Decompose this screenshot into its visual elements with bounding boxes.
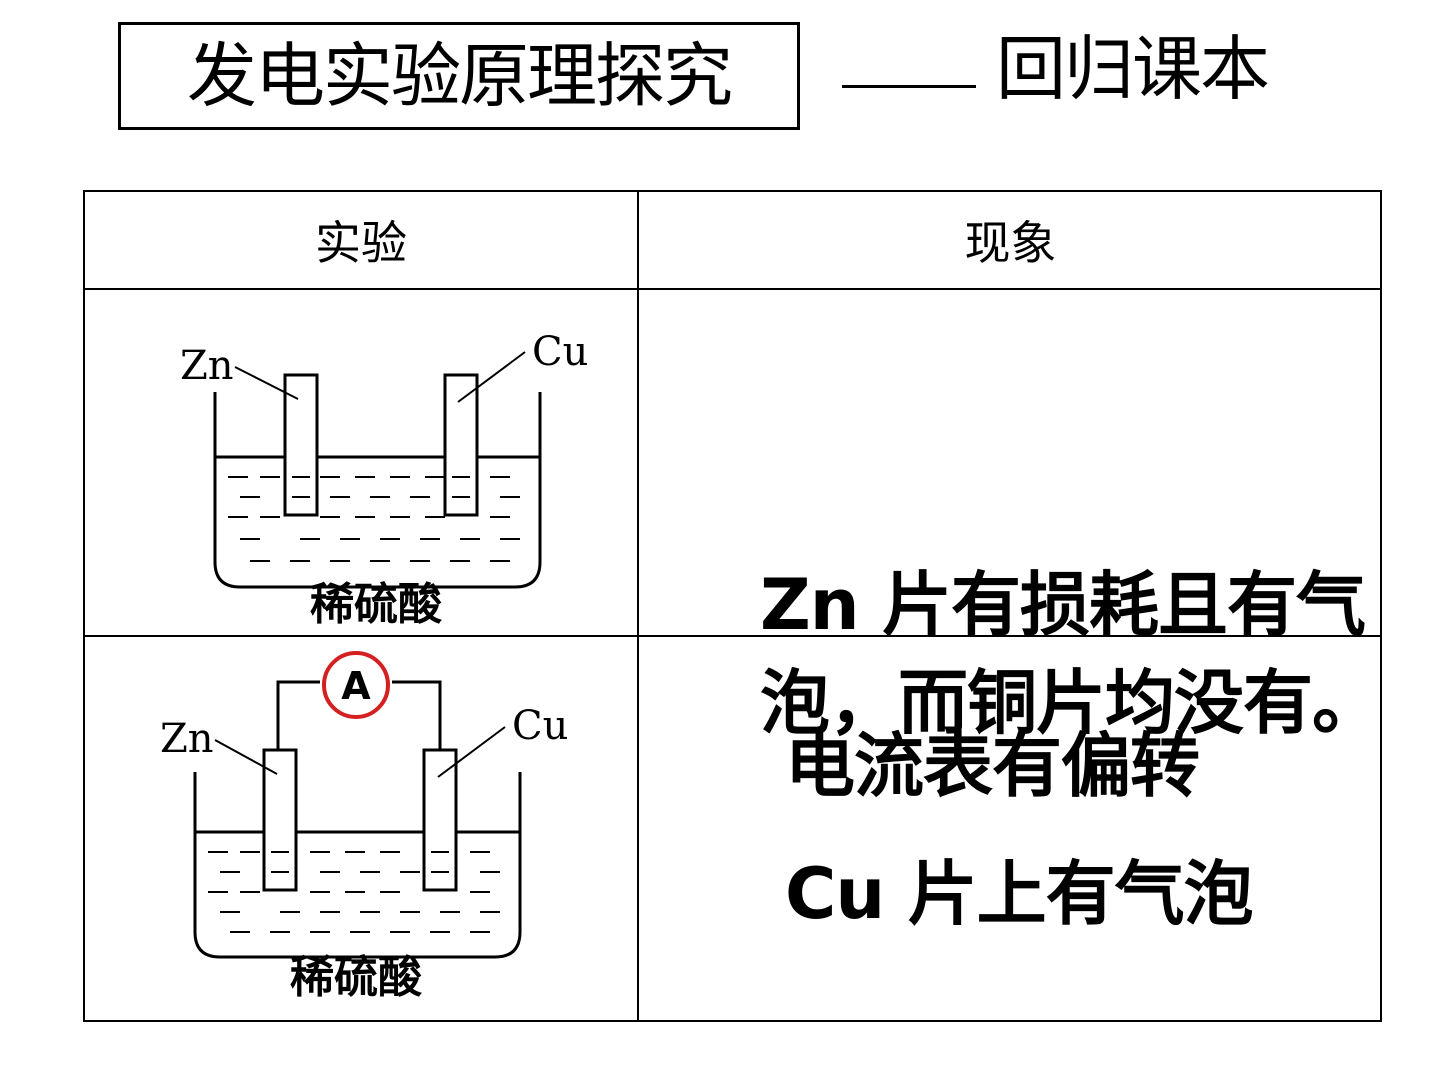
experiment-table: 实验 现象 Zn Cu (83, 190, 1382, 1022)
observation-2-line-2: Cu 片上有气泡 (785, 853, 1254, 935)
row-divider (85, 288, 1380, 290)
zn-label: Zn (160, 716, 214, 762)
observation-1: Zn 片有损耗且有气泡，而铜片均没有。 (760, 564, 1382, 744)
row-divider (85, 635, 1380, 637)
column-divider (637, 192, 639, 1020)
header-phenomenon: 现象 (964, 216, 1057, 270)
observation-2: 电流表有偏转 Cu 片上有气泡 (785, 722, 1285, 938)
acid-label: 稀硫酸 (310, 579, 443, 627)
page-subtitle: 回归课本 (996, 28, 1270, 110)
zn-label: Zn (180, 343, 234, 389)
observation-2-line-1: 电流表有偏转 (785, 725, 1200, 807)
ammeter-label: A (341, 664, 371, 708)
page-title: 发电实验原理探究 (187, 35, 733, 117)
title-dash (842, 85, 976, 88)
diagram-zn-cu-no-wire: Zn Cu 稀硫酸 (180, 317, 600, 627)
acid-label: 稀硫酸 (290, 952, 423, 1003)
header-experiment: 实验 (315, 216, 407, 270)
cu-label: Cu (512, 703, 568, 749)
cu-label: Cu (532, 329, 588, 375)
diagram-zn-cu-with-ammeter: A Zn Cu 稀硫酸 (160, 647, 580, 1007)
title-box: 发电实验原理探究 (118, 22, 800, 130)
